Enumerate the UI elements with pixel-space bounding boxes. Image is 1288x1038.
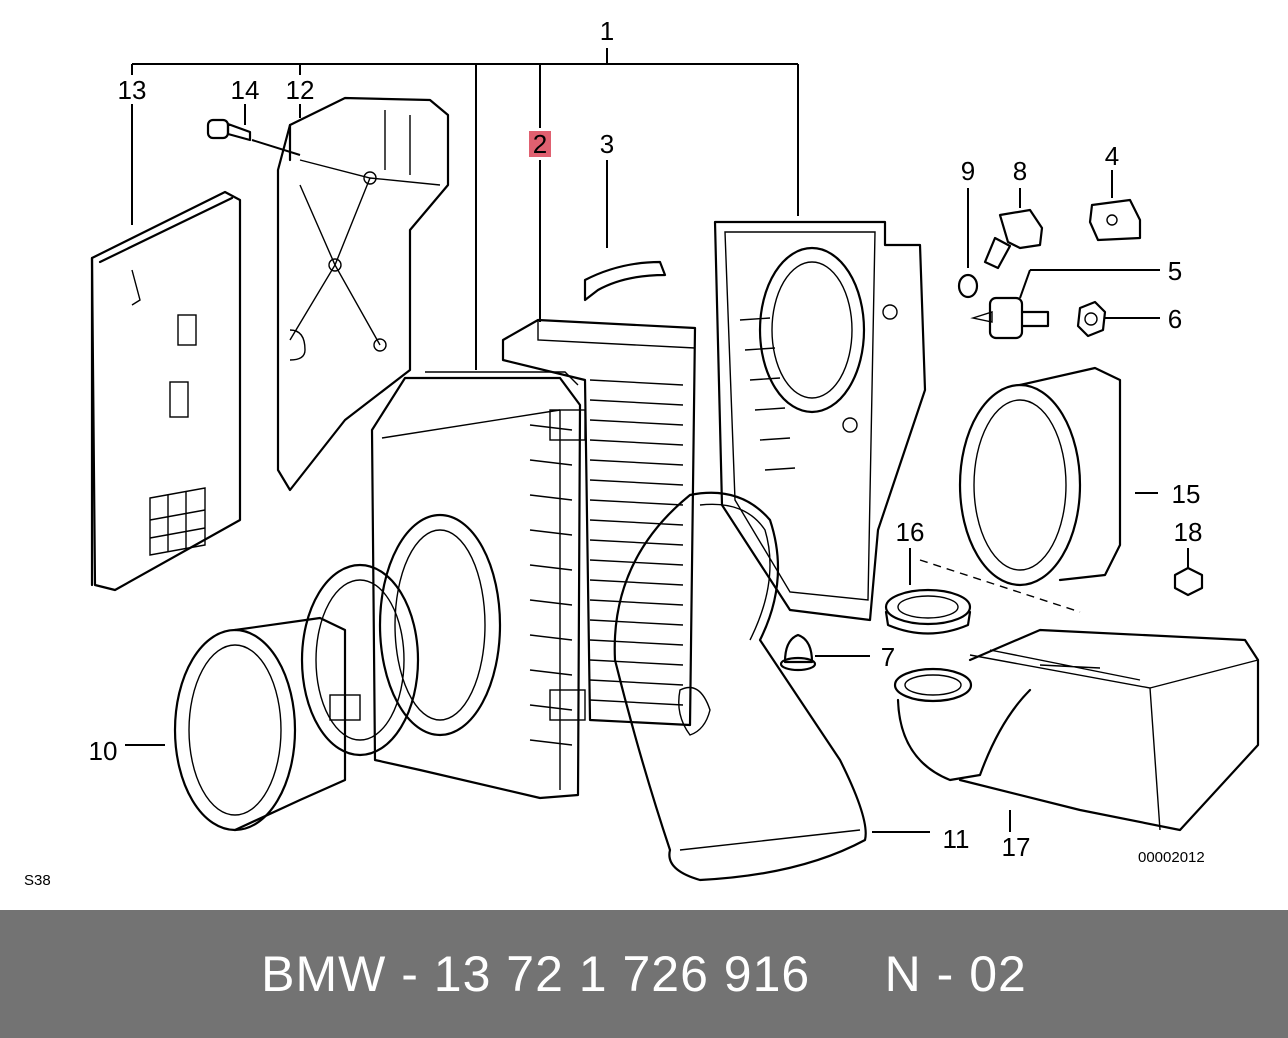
- part-9-washer: [957, 188, 979, 299]
- exploded-parts-diagram: 1 2 3 4 5 6 7 8 9 10 11 12 13 14 15 16 1…: [24, 16, 1260, 889]
- callout-10: 10: [89, 736, 118, 766]
- callout-2: 2: [533, 129, 547, 159]
- callout-3: 3: [600, 129, 614, 159]
- part-16-seal-ring: [884, 548, 1081, 635]
- callout-8: 8: [1013, 156, 1027, 186]
- part-15-intake-boot: [958, 366, 1158, 587]
- callout-16: 16: [896, 517, 925, 547]
- part-number-text: BMW - 13 72 1 726 916 N - 02: [261, 946, 1027, 1002]
- callout-2-highlight: [529, 131, 551, 157]
- callout-12: 12: [286, 75, 315, 105]
- air-filter-housing-lower: [713, 220, 927, 622]
- part-11-elbow-duct: [613, 491, 930, 882]
- part-3-clip: [583, 160, 667, 302]
- part-8-sensor: [983, 188, 1044, 270]
- part-number-footer: BMW - 13 72 1 726 916 N - 02: [0, 910, 1288, 1038]
- callout-labels: 1 2 3 4 5 6 7 8 9 10 11 12 13 14 15 16 1…: [24, 16, 1205, 889]
- callout-5: 5: [1168, 256, 1182, 286]
- part-6-nut: [1076, 300, 1160, 338]
- part-7-grommet: [779, 633, 870, 672]
- page-code: S38: [24, 872, 51, 889]
- callout-4: 4: [1105, 141, 1119, 171]
- callout-6: 6: [1168, 304, 1182, 334]
- part-18-nut: [1173, 548, 1204, 597]
- air-filter-housing-upper: [370, 371, 586, 800]
- callout-15: 15: [1172, 479, 1201, 509]
- assembly-bracket: [131, 48, 799, 370]
- part-5-mount: [970, 269, 1160, 340]
- part-2-filter-element: [501, 160, 697, 727]
- part-10-intake-boot: [125, 563, 420, 832]
- part-13-cover-panel: [90, 104, 242, 592]
- callout-7: 7: [881, 642, 895, 672]
- part-14-screw: [206, 104, 301, 156]
- callout-17: 17: [1002, 832, 1031, 862]
- part-17-resonator: [893, 628, 1260, 832]
- callout-1: 1: [600, 16, 614, 46]
- callout-18: 18: [1174, 517, 1203, 547]
- part-12-ribbed-frame: [276, 96, 450, 492]
- callout-9: 9: [961, 156, 975, 186]
- callout-13: 13: [118, 75, 147, 105]
- callout-14: 14: [231, 75, 260, 105]
- drawing-number: 00002012: [1138, 849, 1205, 866]
- callout-11: 11: [943, 824, 970, 854]
- part-4-bracket-clip: [1088, 170, 1142, 242]
